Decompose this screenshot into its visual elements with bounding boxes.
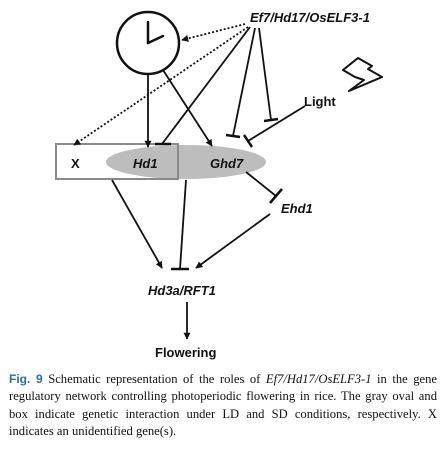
edge-regulator-inhibits-ghd7-b: [258, 27, 272, 121]
edge-regulator-to-clock: [181, 23, 246, 42]
edge-x-to-hd3a: [111, 179, 163, 269]
edge-light-inhibits-ghd7: [247, 105, 306, 142]
flowering-label: Flowering: [155, 345, 216, 360]
clock-icon: [115, 10, 181, 76]
gene-regulatory-network-diagram: Ef7/Hd17/OsELF3-1 Light X Hd1 Ghd7 Ehd1 …: [55, 10, 383, 360]
network-edges: [73, 23, 306, 340]
caption-run: Ef7/Hd17/OsELF3-1: [265, 372, 372, 386]
hd3a-rft1-label: Hd3a/RFT1: [148, 283, 216, 298]
caption-run: in the gene regulatory network controlli…: [9, 372, 438, 439]
figure-caption: Fig. 9 Schematic representation of the r…: [9, 371, 437, 441]
sd-interaction-box: [55, 143, 179, 180]
edge-clock-to-ghd7: [162, 69, 213, 147]
lightning-bolt-icon: [342, 57, 383, 92]
edge-regulator-inhibits-hd1: [161, 26, 251, 145]
regulator-label: Ef7/Hd17/OsELF3-1: [250, 10, 370, 25]
edge-ehd1-to-hd3a: [195, 213, 271, 269]
edge-regulator-to-x: [73, 26, 249, 146]
x-gene-label: X: [71, 156, 80, 171]
edge-regulator-inhibits-ghd7-a: [232, 27, 256, 137]
ehd1-label: Ehd1: [281, 201, 313, 216]
figure-label: Fig. 9: [9, 372, 43, 386]
ghd7-label: Ghd7: [210, 156, 244, 171]
caption-run: Schematic representation of the roles of: [42, 372, 266, 386]
edge-ghd7-inhibits-ehd1: [245, 171, 277, 197]
ld-interaction-oval: [106, 145, 266, 179]
hd1-label: Hd1: [133, 156, 158, 171]
edge-ghd7-inhibits-hd3a: [179, 179, 187, 270]
light-label: Light: [304, 94, 336, 109]
caption-text: Schematic representation of the roles of…: [9, 372, 437, 438]
